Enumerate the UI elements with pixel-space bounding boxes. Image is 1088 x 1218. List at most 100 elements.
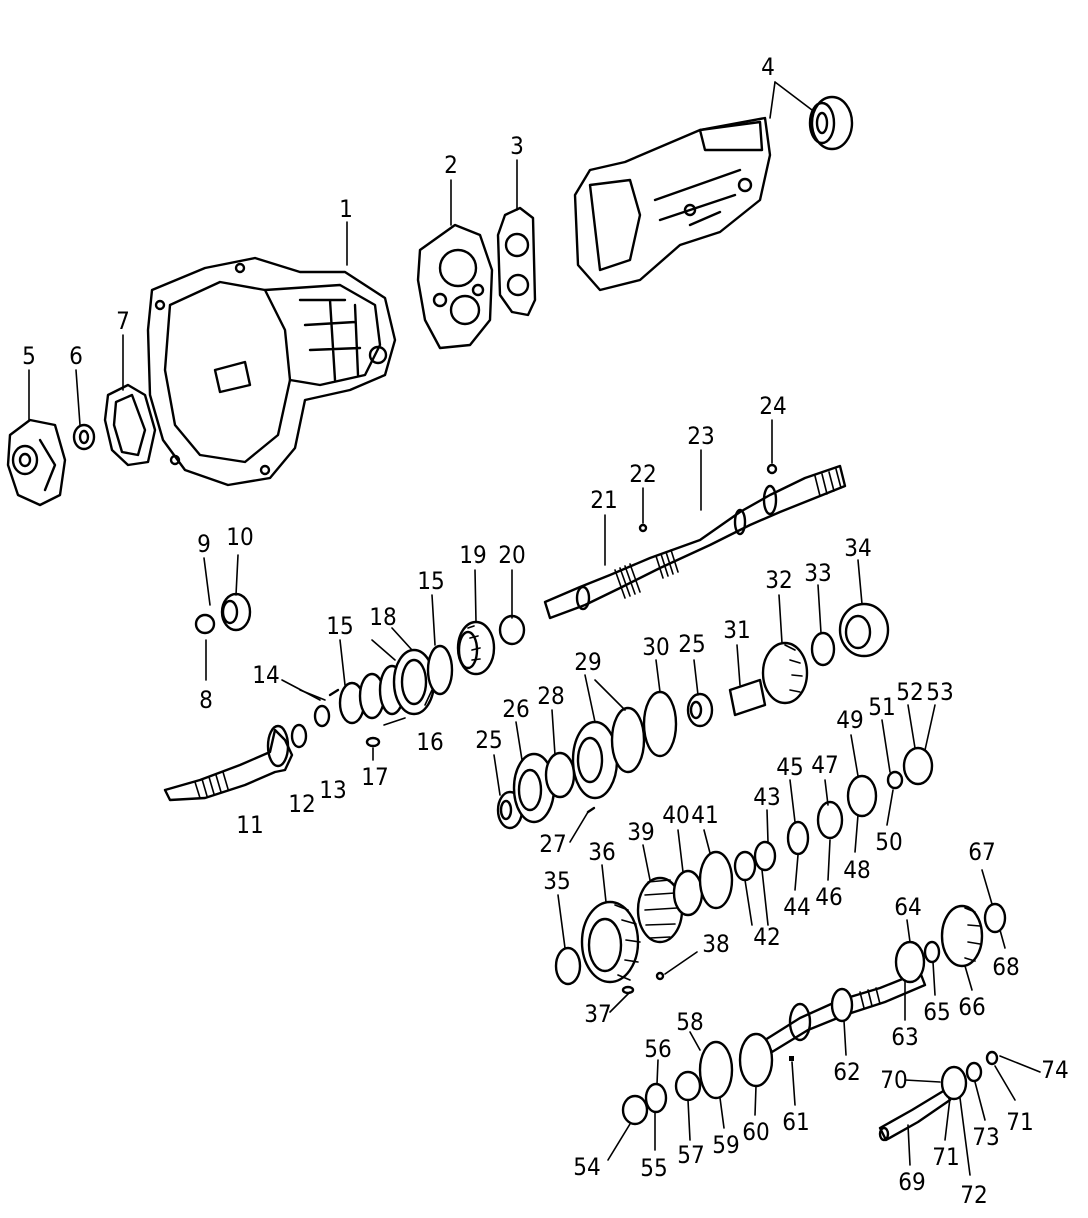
callout-45: 45 — [776, 753, 803, 781]
part-54-snap-ring — [621, 1094, 649, 1126]
callout-39: 39 — [627, 818, 654, 846]
part-13-snap-ring — [313, 704, 331, 728]
callout-29: 29 — [574, 648, 601, 676]
callout-38: 38 — [702, 930, 729, 958]
part-39-counter-gear — [636, 876, 684, 944]
part-52-53-nut — [902, 746, 934, 786]
callout-60: 60 — [742, 1118, 769, 1146]
callout-61: 61 — [782, 1108, 809, 1136]
part-30-ring — [642, 690, 678, 758]
callout-8: 8 — [199, 686, 213, 714]
callout-7: 7 — [116, 307, 130, 335]
callout-49: 49 — [836, 706, 863, 734]
part-29-sleeve — [571, 706, 646, 800]
part-24-ball — [766, 463, 778, 475]
callout-71a: 71 — [932, 1143, 959, 1171]
part-64-gear — [894, 940, 926, 984]
callout-30: 30 — [642, 633, 669, 661]
part-5-bearing-retainer — [6, 418, 67, 507]
callout-34: 34 — [844, 534, 871, 562]
part-21-23-mainshaft — [543, 464, 847, 620]
callout-44: 44 — [783, 893, 810, 921]
callout-33: 33 — [804, 559, 831, 587]
callout-36: 36 — [588, 838, 615, 866]
callout-24: 24 — [759, 392, 786, 420]
part-60-gear — [738, 1032, 774, 1088]
part-42-43-bearing — [733, 840, 777, 882]
callout-26: 26 — [502, 695, 529, 723]
part-17-key — [365, 736, 381, 748]
part-37-key — [621, 985, 635, 995]
callout-13: 13 — [319, 776, 346, 804]
callout-72: 72 — [960, 1181, 987, 1209]
callout-54: 54 — [573, 1153, 600, 1181]
part-1-transmission-case — [146, 256, 397, 487]
callout-22: 22 — [629, 460, 656, 488]
part-15-16-18-synchro-rings — [338, 644, 454, 725]
part-40-ring — [672, 869, 704, 917]
part-34-bearing — [838, 602, 890, 658]
callout-68: 68 — [992, 953, 1019, 981]
callout-15a: 15 — [326, 612, 353, 640]
callout-41: 41 — [691, 801, 718, 829]
callout-3: 3 — [510, 132, 524, 160]
callout-11: 11 — [236, 811, 263, 839]
callout-46: 46 — [815, 883, 842, 911]
callout-52: 52 — [896, 678, 923, 706]
callout-73: 73 — [972, 1123, 999, 1151]
part-20-bearing — [498, 614, 526, 646]
callout-55: 55 — [640, 1154, 667, 1182]
callout-35: 35 — [543, 867, 570, 895]
callout-42: 42 — [753, 923, 780, 951]
part-50-51-ring — [886, 770, 904, 790]
callout-48: 48 — [843, 856, 870, 884]
part-57-washer — [674, 1070, 702, 1102]
part-70-71-72-gear — [940, 1065, 968, 1101]
callout-58: 58 — [676, 1008, 703, 1036]
callout-28: 28 — [537, 682, 564, 710]
callout-69: 69 — [898, 1168, 925, 1196]
callout-18: 18 — [369, 603, 396, 631]
callout-20: 20 — [498, 541, 525, 569]
part-55-56-bearing — [644, 1082, 668, 1114]
part-41-gear — [698, 850, 734, 910]
part-44-45-ring — [786, 820, 810, 856]
callout-10: 10 — [226, 523, 253, 551]
part-6-seal — [72, 423, 96, 451]
callout-9: 9 — [197, 530, 211, 558]
part-46-47-collar — [816, 800, 844, 840]
callout-70: 70 — [880, 1066, 907, 1094]
part-11-input-shaft — [163, 724, 294, 802]
part-12-bearing — [290, 723, 308, 749]
callout-labels: 1 2 3 4 5 6 7 8 9 10 11 12 13 14 15 15 1… — [22, 53, 1069, 1209]
part-73-ring — [965, 1061, 983, 1083]
part-27-key — [586, 806, 596, 814]
callout-57: 57 — [677, 1141, 704, 1169]
callout-43: 43 — [753, 783, 780, 811]
callout-62: 62 — [833, 1058, 860, 1086]
callout-67: 67 — [968, 838, 995, 866]
callout-74: 74 — [1041, 1056, 1068, 1084]
callout-63: 63 — [891, 1023, 918, 1051]
callout-2: 2 — [444, 151, 458, 179]
callout-25a: 25 — [475, 726, 502, 754]
callout-37: 37 — [584, 1000, 611, 1028]
callout-6: 6 — [69, 342, 83, 370]
part-74-pin — [985, 1050, 999, 1066]
callout-27: 27 — [539, 830, 566, 858]
part-69-idler-shaft — [878, 1088, 952, 1142]
callout-17: 17 — [361, 763, 388, 791]
callout-23: 23 — [687, 422, 714, 450]
callout-25b: 25 — [678, 630, 705, 658]
part-35-36-counter-gear — [554, 900, 641, 986]
callout-32: 32 — [765, 566, 792, 594]
callout-14: 14 — [252, 661, 279, 689]
callout-59: 59 — [712, 1131, 739, 1159]
part-19-gear — [456, 620, 496, 676]
part-14-key — [328, 688, 340, 697]
part-33-ring — [810, 631, 836, 667]
part-38-ball — [655, 971, 665, 981]
leader-lines — [28, 81, 1041, 1176]
